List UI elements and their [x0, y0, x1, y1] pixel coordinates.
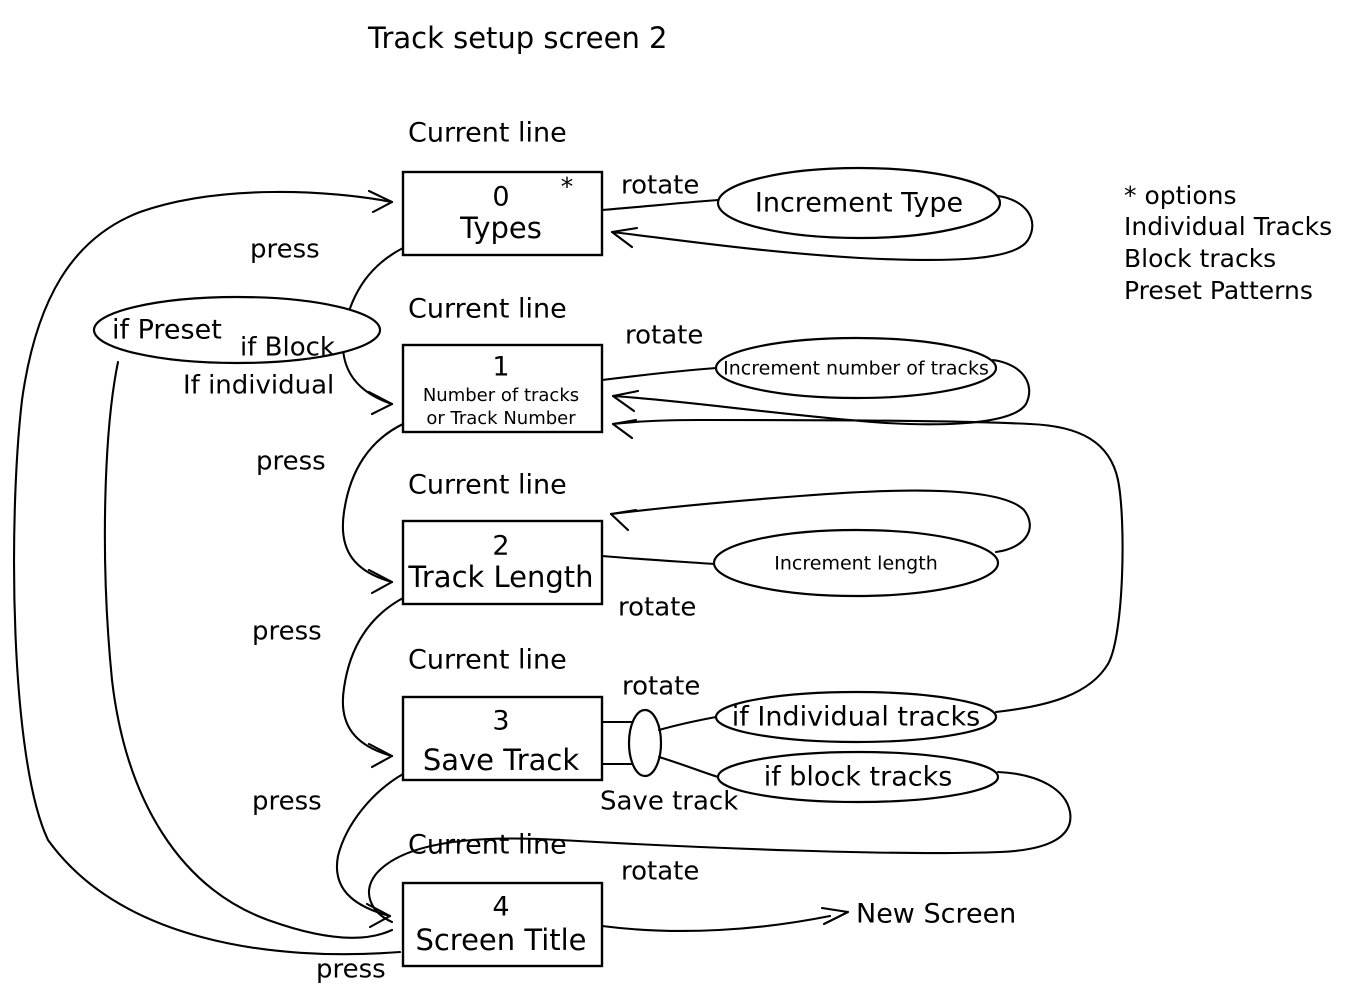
edge-screen-title-to-new-screen	[600, 914, 832, 932]
legend-item-individual-tracks: Individual Tracks	[1124, 212, 1332, 241]
ellipse-if-preset[interactable]	[92, 295, 382, 365]
edge-label-rotate-screen-title: rotate	[621, 857, 699, 887]
arrowhead-to-track-length-b	[609, 508, 638, 532]
edge-label-press-1: press	[256, 447, 326, 477]
legend-options: * options Individual Tracks Block tracks…	[1124, 181, 1332, 305]
edge-types-to-increment-type	[600, 198, 720, 212]
node-screen-title-label: Screen Title	[415, 923, 586, 957]
caption-current-line-save-track: Current line	[408, 645, 567, 676]
edge-increment-number-feedback	[611, 358, 1031, 426]
edge-label-rotate-save: rotate	[622, 672, 700, 702]
edge-if-preset-to-screen-title	[103, 360, 394, 939]
arrowhead-to-screen-title-a	[365, 902, 392, 929]
caption-current-line-screen-title: Current line	[408, 830, 567, 861]
node-number-of-tracks-index: 1	[492, 352, 509, 383]
edge-label-rotate-types: rotate	[621, 171, 699, 201]
edge-label-press-0: press	[250, 235, 320, 265]
caption-current-line-number-of-tracks: Current line	[408, 294, 567, 325]
ellipse-increment-number-of-tracks[interactable]	[714, 336, 998, 400]
edge-junction-to-if-block-tracks	[657, 755, 720, 779]
node-screen-title-rect[interactable]	[401, 881, 604, 968]
ellipse-if-block-tracks-label: if block tracks	[764, 762, 953, 793]
node-screen-title[interactable]: Current line 4 Screen Title	[401, 830, 604, 968]
ellipse-if-individual-tracks[interactable]	[714, 690, 998, 744]
edge-increment-length-feedback	[609, 489, 1031, 554]
node-save-track[interactable]: Current line 3 Save Track	[401, 645, 604, 782]
node-types-asterisk: *	[561, 172, 574, 201]
node-track-length-rect[interactable]	[401, 519, 604, 606]
ellipse-increment-type[interactable]	[716, 166, 1002, 240]
legend-heading: * options	[1124, 181, 1237, 210]
legend-item-preset-patterns: Preset Patterns	[1124, 276, 1313, 305]
node-number-of-tracks-rect[interactable]	[401, 343, 604, 434]
node-save-track-rect[interactable]	[401, 695, 604, 782]
edge-track-length-to-save-track	[341, 596, 405, 758]
edge-label-press-2: press	[252, 617, 322, 647]
node-save-track-label: Save Track	[423, 743, 579, 777]
node-number-of-tracks-label-line2: or Track Number	[426, 408, 576, 429]
ellipse-if-preset-label: if Preset	[112, 315, 222, 346]
node-save-track-index: 3	[492, 706, 509, 737]
edge-junction-to-if-individual-tracks	[657, 715, 718, 732]
node-track-length[interactable]: Current line 2 Track Length	[401, 470, 604, 606]
edge-number-of-tracks-to-track-length	[341, 422, 405, 584]
edge-label-press-4: press	[316, 955, 386, 985]
edge-number-of-tracks-to-increment-number	[600, 366, 718, 382]
edge-label-if-individual: If individual	[183, 371, 334, 401]
node-types-label: Types	[459, 211, 542, 245]
terminal-new-screen-label: New Screen	[856, 899, 1016, 930]
arrowhead-to-new-screen	[820, 906, 850, 926]
arrowhead-to-types-a	[367, 189, 394, 214]
edge-save-track-to-screen-title	[335, 772, 405, 918]
edge-if-individual-tracks-to-number-of-tracks	[611, 418, 1124, 714]
edge-label-press-3: press	[252, 787, 322, 817]
legend-item-block-tracks: Block tracks	[1124, 244, 1276, 273]
arrowhead-to-number-of-tracks-a	[367, 390, 394, 416]
node-types-rect[interactable]	[401, 170, 604, 257]
ellipse-increment-type-label: Increment Type	[755, 188, 963, 219]
caption-current-line-types: Current line	[408, 118, 567, 149]
edge-if-block-tracks-to-screen-title	[367, 770, 1072, 924]
ellipse-save-track-junction[interactable]	[627, 708, 663, 778]
ellipse-if-block-tracks[interactable]	[716, 750, 1000, 804]
arrowhead-to-number-of-tracks-c	[611, 418, 638, 440]
ellipse-increment-number-of-tracks-label: Increment number of tracks	[723, 358, 989, 380]
edge-label-rotate-number: rotate	[625, 321, 703, 351]
arrowhead-to-types-b	[610, 226, 639, 249]
ellipse-increment-length-label: Increment length	[774, 553, 937, 575]
node-types[interactable]: Current line 0 * Types	[401, 118, 604, 257]
node-track-length-label: Track Length	[407, 560, 593, 594]
edge-track-length-to-increment-length	[600, 554, 716, 566]
node-screen-title-index: 4	[492, 892, 509, 923]
edge-screen-title-to-types	[12, 190, 402, 956]
node-number-of-tracks[interactable]: Current line 1 Number of tracks or Track…	[401, 294, 604, 434]
edge-label-save-track: Save track	[600, 787, 738, 817]
arrowhead-to-number-of-tracks-b	[611, 389, 640, 413]
page-title: Track setup screen 2	[367, 21, 668, 55]
node-number-of-tracks-label-line1: Number of tracks	[423, 385, 579, 406]
arrowhead-to-track-length-a	[367, 568, 394, 595]
edge-label-rotate-length: rotate	[618, 593, 696, 623]
ellipse-if-individual-tracks-label: if Individual tracks	[732, 702, 980, 733]
edge-increment-type-feedback	[610, 194, 1034, 262]
arrowhead-to-save-track-a	[367, 742, 394, 769]
node-types-index: 0	[492, 182, 509, 213]
node-track-length-index: 2	[492, 531, 509, 562]
edge-label-if-block: if Block	[240, 333, 335, 363]
ellipse-increment-length[interactable]	[712, 528, 1000, 598]
caption-current-line-track-length: Current line	[408, 470, 567, 501]
